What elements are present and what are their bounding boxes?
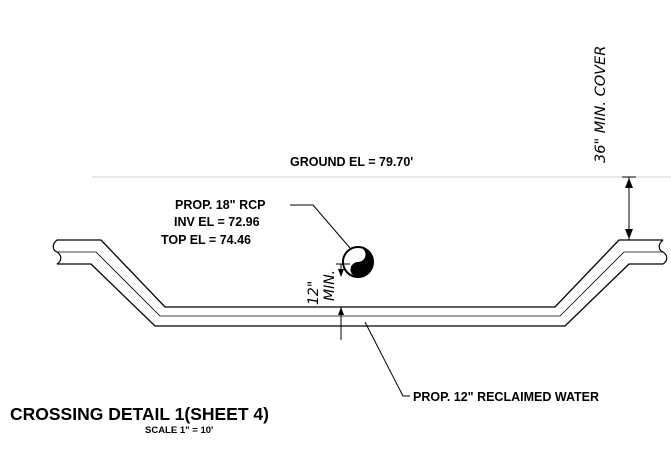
scale-label: SCALE 1" = 10' bbox=[145, 425, 213, 436]
clearance-value-label: 12" bbox=[306, 281, 322, 305]
clearance-dimension bbox=[336, 263, 350, 340]
pipe-break-ends bbox=[52, 239, 668, 265]
cover-label: 36" MIN. COVER bbox=[593, 46, 609, 163]
water-leader bbox=[364, 321, 410, 397]
clearance-min-label: MIN. bbox=[322, 270, 338, 301]
ground-elevation-label: GROUND EL = 79.70' bbox=[290, 155, 413, 169]
detail-title: CROSSING DETAIL 1(SHEET 4) bbox=[10, 404, 269, 424]
rcp-leader bbox=[290, 204, 351, 249]
rcp-label-line3: TOP EL = 74.46 bbox=[161, 233, 251, 247]
cover-dimension bbox=[622, 176, 636, 240]
water-main-label: PROP. 12" RECLAIMED WATER bbox=[413, 390, 599, 404]
rcp-label-line1: PROP. 18" RCP bbox=[175, 198, 265, 212]
reclaimed-water-main bbox=[57, 239, 663, 327]
rcp-label-line2: INV EL = 72.96 bbox=[174, 215, 260, 229]
rcp-pipe-section bbox=[342, 246, 374, 278]
